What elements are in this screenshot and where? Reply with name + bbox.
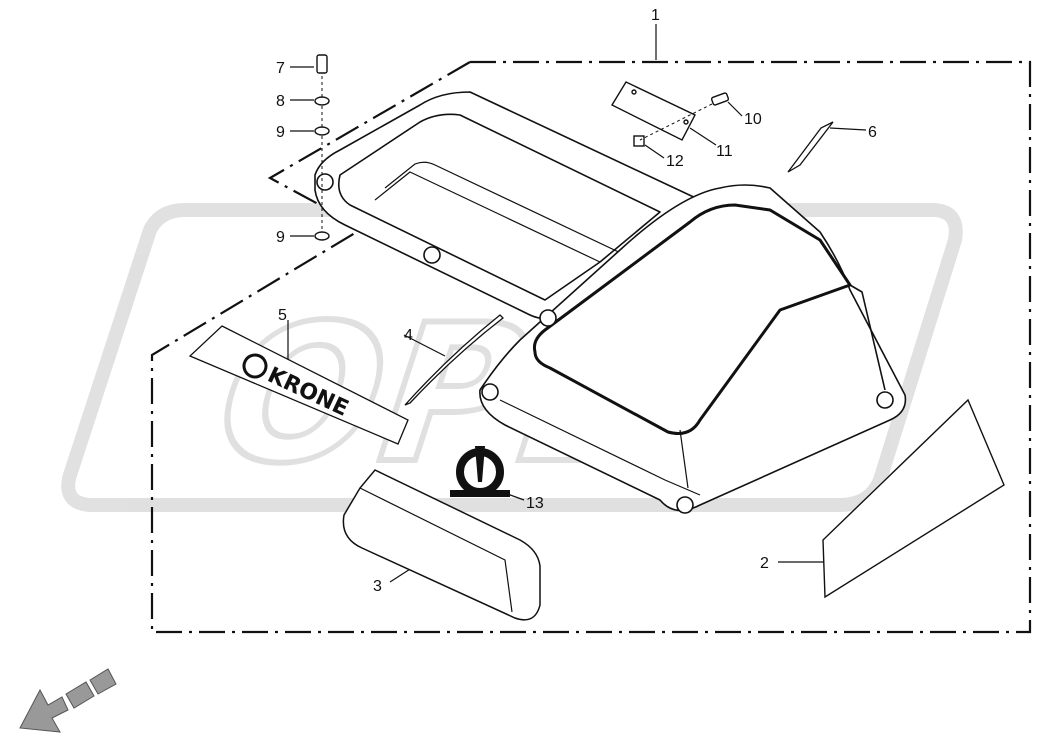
callout-9b: 9: [276, 229, 285, 246]
fastener-stack: [314, 54, 330, 241]
callout-6: 6: [868, 124, 877, 141]
krone-logo-icon: [242, 353, 268, 379]
logo-decal-part-13: [450, 446, 510, 497]
callout-8: 8: [276, 93, 285, 110]
housing-part-1: [314, 91, 907, 514]
plate-assembly: [611, 81, 730, 147]
washer-icon: [314, 96, 330, 106]
callout-12: 12: [666, 153, 684, 170]
callout-2: 2: [760, 555, 769, 572]
direction-arrow-icon: [19, 668, 117, 733]
callout-1: 1: [651, 7, 660, 24]
watermark-frame: [61, 203, 963, 512]
plate-part-11: [611, 81, 696, 141]
callout-10: 10: [744, 111, 762, 128]
mount-boss: [539, 309, 557, 327]
callout-13: 13: [526, 495, 544, 512]
decal-part-2: [822, 398, 1005, 599]
callout-9: 9: [276, 124, 285, 141]
assembly-boundary: [150, 60, 1032, 634]
callout-11: 11: [716, 143, 733, 160]
bolt-icon: [710, 92, 730, 106]
callout-3: 3: [373, 578, 382, 595]
mount-boss: [316, 173, 334, 191]
callout-5: 5: [278, 307, 287, 324]
callout-4: 4: [404, 327, 413, 344]
decal-part-6: [787, 121, 834, 173]
bolt-icon: [316, 54, 328, 74]
decal-part-4: [404, 314, 504, 406]
mount-boss: [481, 383, 499, 401]
mount-boss: [876, 391, 894, 409]
washer-icon: [314, 126, 330, 136]
mount-boss: [676, 496, 694, 514]
callout-7: 7: [276, 60, 285, 77]
mount-boss: [423, 246, 441, 264]
apron-part-3: [342, 469, 541, 621]
washer-icon: [314, 231, 330, 241]
clip-part-12: [633, 135, 645, 147]
